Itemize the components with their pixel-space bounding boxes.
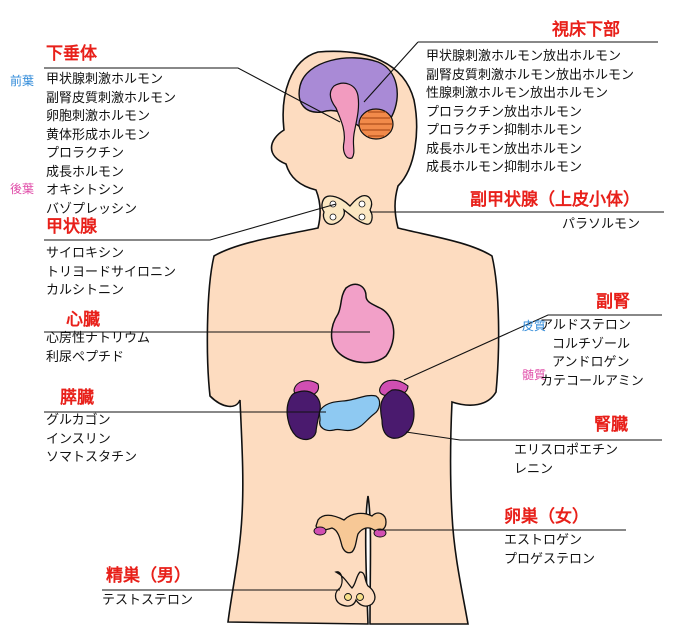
adrenal-cortex-label: 皮質 bbox=[522, 319, 547, 333]
uterus-shape bbox=[315, 512, 387, 554]
hypothalamus-hormone-list: 甲状腺刺激ホルモン放出ホルモン 副腎皮質刺激ホルモン放出ホルモン 性腺刺激ホルモ… bbox=[426, 48, 634, 178]
ovary-hormone-list: エストロゲン プロゲステロン bbox=[504, 532, 595, 569]
ovary-hormone: エストロゲン bbox=[504, 533, 583, 548]
pituitary-hormone: オキシトシン bbox=[46, 183, 125, 198]
hypothalamus-hormone: プロラクチン放出ホルモン bbox=[426, 104, 583, 120]
adrenal-hormone: コルチゾール bbox=[552, 336, 631, 352]
pituitary-title: 下垂体 bbox=[46, 44, 97, 64]
adrenal-hormone-list: アルドステロン コルチゾール アンドロゲン カテコールアミン bbox=[540, 317, 644, 391]
testis-shape bbox=[334, 571, 376, 607]
testis-hormone-list: テストステロン bbox=[102, 592, 193, 611]
kidney-hormone-list: エリスロポエチン レニン bbox=[514, 442, 618, 479]
cerebellum bbox=[358, 108, 394, 140]
thyroid-gland bbox=[321, 195, 373, 225]
heart-shape bbox=[330, 283, 395, 364]
pituitary-hormone: 甲状腺刺激ホルモン bbox=[46, 72, 164, 87]
adrenal-hormone: カテコールアミン bbox=[540, 373, 644, 389]
pituitary-hormone-list: 甲状腺刺激ホルモン 副腎皮質刺激ホルモン 卵胞刺激ホルモン 黄体形成ホルモン プ… bbox=[46, 71, 176, 219]
kidney-hormone: レニン bbox=[514, 461, 554, 477]
adrenal-hormone: アンドロゲン bbox=[552, 355, 630, 370]
hypothalamus-hormone: 成長ホルモン抑制ホルモン bbox=[426, 160, 583, 175]
pituitary-anterior-label: 前葉 bbox=[10, 74, 35, 88]
pituitary-hormone: バゾプレッシン bbox=[46, 201, 138, 217]
ovary-right bbox=[373, 528, 387, 538]
pituitary-hormone: 副腎皮質刺激ホルモン bbox=[46, 90, 177, 106]
adrenal-hormone: アルドステロン bbox=[540, 318, 631, 333]
heart-hormone: 利尿ペプチド bbox=[46, 349, 125, 365]
heart-title: 心臓 bbox=[66, 310, 100, 330]
pituitary-posterior-label: 後葉 bbox=[10, 182, 35, 196]
parathyroid-hormone-list: パラソルモン bbox=[562, 216, 640, 235]
hypothalamus-hormone: 性腺刺激ホルモン放出ホルモン bbox=[426, 86, 609, 101]
pancreas-hormone: ソマトスタチン bbox=[46, 450, 138, 465]
thyroid-title: 甲状腺 bbox=[46, 217, 97, 237]
heart-hormone: 心房性ナトリウム bbox=[46, 331, 151, 346]
hypothalamus-hormone: プロラクチン抑制ホルモン bbox=[426, 123, 583, 138]
pituitary-hormone: プロラクチン bbox=[46, 146, 125, 161]
hypothalamus-title: 視床下部 bbox=[552, 20, 620, 40]
pituitary-hormone: 成長ホルモン bbox=[46, 164, 125, 180]
pituitary-hormone: 卵胞刺激ホルモン bbox=[46, 109, 151, 124]
parathyroid-title: 副甲状腺（上皮小体） bbox=[470, 190, 640, 210]
leader-lines bbox=[44, 41, 664, 591]
testis-title: 精巣（男） bbox=[106, 566, 191, 586]
hypothalamus-hormone: 甲状腺刺激ホルモン放出ホルモン bbox=[426, 49, 622, 64]
pituitary-stalk bbox=[329, 82, 360, 159]
ovary-title: 卵巣（女） bbox=[504, 507, 589, 527]
pancreas-hormone-list: グルカゴン インスリン ソマトスタチン bbox=[46, 412, 137, 468]
kidney-hormone: エリスロポエチン bbox=[514, 443, 619, 458]
pancreas-shape bbox=[318, 394, 381, 432]
thyroid-hormone-list: サイロキシン トリヨードサイロニン カルシトニン bbox=[46, 245, 176, 301]
kidney-title: 腎臓 bbox=[594, 415, 628, 435]
thyroid-hormone: サイロキシン bbox=[46, 246, 125, 261]
kidney-left bbox=[286, 390, 321, 441]
ovary-hormone: プロゲステロン bbox=[504, 551, 596, 567]
adrenal-title: 副腎 bbox=[596, 292, 630, 312]
thyroid-hormone: トリヨードサイロニン bbox=[46, 264, 177, 280]
hypothalamus-hormone: 成長ホルモン放出ホルモン bbox=[426, 141, 583, 157]
pancreas-hormone: グルカゴン bbox=[46, 413, 111, 428]
pancreas-hormone: インスリン bbox=[46, 431, 111, 447]
parathyroid-hormone: パラソルモン bbox=[562, 217, 641, 232]
pancreas-title: 膵臓 bbox=[60, 388, 94, 408]
testis-hormone: テストステロン bbox=[102, 593, 194, 608]
ovary-left bbox=[313, 526, 327, 536]
thyroid-hormone: カルシトニン bbox=[46, 283, 125, 298]
hypothalamus-hormone: 副腎皮質刺激ホルモン放出ホルモン bbox=[426, 67, 635, 83]
pituitary-hormone: 黄体形成ホルモン bbox=[46, 127, 151, 143]
heart-hormone-list: 心房性ナトリウム 利尿ペプチド bbox=[46, 330, 150, 367]
adrenal-medulla-label: 髄質 bbox=[522, 368, 547, 382]
kidney-right bbox=[379, 389, 415, 439]
